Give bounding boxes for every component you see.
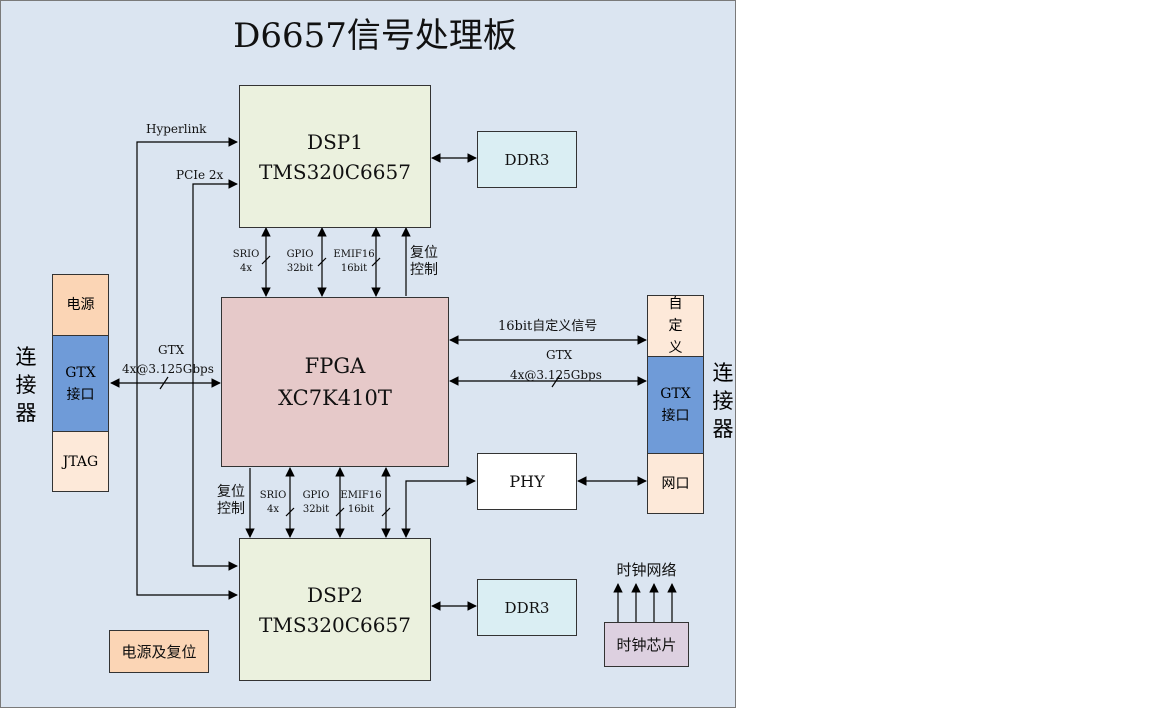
phy-dsp2-wire bbox=[401, 476, 476, 538]
right-connector-gtx: GTX接口 bbox=[647, 356, 704, 454]
left-connector-power: 电源 bbox=[52, 274, 109, 336]
ddr3-top-block: DDR3 bbox=[477, 131, 577, 188]
diagram-title: D6657信号处理板 bbox=[233, 16, 517, 56]
hyperlink-wire bbox=[136, 137, 238, 600]
left-connector-gtx: GTX接口 bbox=[52, 335, 109, 432]
gtx-right-label-2: 4x@3.125Gbps bbox=[510, 368, 602, 382]
dsp2-name: DSP2 bbox=[307, 582, 363, 607]
custom-16bit-label: 16bit自定义信号 bbox=[498, 319, 598, 334]
fpga-block: FPGA XC7K410T bbox=[221, 297, 449, 467]
gtx-left-label-2: 4x@3.125Gbps bbox=[122, 362, 214, 376]
hyperlink-label: Hyperlink bbox=[146, 122, 207, 136]
clock-chip-block: 时钟芯片 bbox=[604, 622, 689, 667]
clock-net-label: 时钟网络 bbox=[616, 561, 677, 579]
power-reset-block: 电源及复位 bbox=[109, 630, 209, 673]
dsp1-part: TMS320C6657 bbox=[259, 159, 411, 184]
pcie-label: PCIe 2x bbox=[176, 168, 224, 182]
right-connector-custom: 自定义 bbox=[647, 295, 704, 357]
right-connector-label: 连接器 bbox=[712, 361, 734, 441]
gtx-left-label-1: GTX bbox=[158, 343, 185, 357]
reset-bottom-label: 复位控制 bbox=[217, 484, 245, 517]
ddr3-bottom-block: DDR3 bbox=[477, 579, 577, 636]
pcie-wire bbox=[192, 179, 238, 571]
gtx-right-label-1: GTX bbox=[546, 348, 573, 362]
phy-block: PHY bbox=[477, 453, 577, 510]
dsp2-part: TMS320C6657 bbox=[259, 612, 411, 637]
reset-top-label: 复位控制 bbox=[410, 245, 438, 278]
fpga-part: XC7K410T bbox=[278, 386, 392, 410]
left-connector-jtag: JTAG bbox=[52, 431, 109, 492]
left-connector-label: 连接器 bbox=[15, 345, 37, 425]
dsp1-name: DSP1 bbox=[307, 129, 363, 154]
fpga-name: FPGA bbox=[304, 354, 366, 378]
right-connector-ethernet: 网口 bbox=[647, 453, 704, 514]
